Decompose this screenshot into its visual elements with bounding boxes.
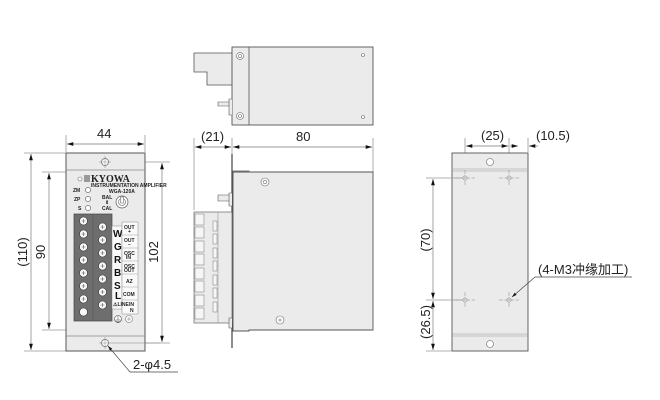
terminal-letter-l: L <box>115 291 121 302</box>
case-screw <box>125 315 133 323</box>
terminal-letter-s: S <box>114 281 121 292</box>
mount-hole-note: 2-φ4.5 <box>133 357 171 372</box>
bal-cal-switch <box>115 195 129 209</box>
zp-pot <box>85 196 91 202</box>
s-pot <box>85 205 91 211</box>
svg-text:OSC: OSC <box>124 264 135 270</box>
m3-holes <box>455 170 519 308</box>
hole-note: (4-M3冲缘加工) <box>538 262 628 277</box>
terminal-letter-w: W <box>113 229 123 240</box>
line-in-label: ⚠LINE <box>113 302 130 308</box>
svg-text:IN: IN <box>129 302 134 308</box>
cal-label: CAL <box>102 206 112 212</box>
mount-hole-bottom <box>99 337 160 349</box>
panel-subtitle: INSTRUMENTATION AMPLIFIER <box>91 183 167 189</box>
rear-view: (25) (10.5) (70) (26.5) (4-M3冲缘加工) <box>418 128 632 352</box>
svg-text:+: + <box>128 229 131 235</box>
zm-label: ZM <box>73 188 80 194</box>
brand-logo: KYOWA <box>91 174 131 185</box>
svg-text:OUT: OUT <box>124 238 135 244</box>
hole-pitch-x-dim-text: (25) <box>481 128 504 143</box>
terminal-depth-dim-text: (21) <box>201 129 224 144</box>
mount-hole-top <box>99 156 111 168</box>
svg-text:OUT: OUT <box>124 225 135 231</box>
side-screw-top <box>260 177 270 187</box>
s-label: S <box>78 206 82 212</box>
width-dim-text: 44 <box>97 126 111 141</box>
terminal-letter-r: R <box>114 255 122 266</box>
rear-panel <box>451 152 529 352</box>
power-led <box>77 176 83 182</box>
zm-pot <box>85 187 91 193</box>
side-body <box>232 171 374 332</box>
terminal-block <box>73 213 113 322</box>
svg-text:COM: COM <box>123 292 135 298</box>
top-view <box>193 46 374 126</box>
side-screw-bottom <box>275 315 285 325</box>
top-body <box>231 46 374 126</box>
bal-label: BAL <box>102 195 112 201</box>
hole-pitch-y-dim-text: (70) <box>418 228 433 251</box>
edge-offset-y-dim-text: (26.5) <box>418 305 433 339</box>
overall-height-dim-text: (110) <box>15 237 30 266</box>
zp-label: ZP <box>74 197 81 203</box>
svg-text:⇕: ⇕ <box>105 200 109 206</box>
terminal-letter-g: G <box>114 242 122 253</box>
mount-pitch-dim-text: 90 <box>33 245 48 259</box>
body-depth-dim-text: 80 <box>296 129 310 144</box>
front-view: KYOWA INSTRUMENTATION AMPLIFIER WGA-120A… <box>15 126 178 373</box>
svg-text:AZ: AZ <box>126 279 133 285</box>
side-view: (21) 80 <box>193 129 374 348</box>
svg-text:OSC: OSC <box>124 251 135 257</box>
side-knob <box>217 192 232 207</box>
svg-text:N: N <box>130 308 134 314</box>
panel-height-dim-text: 102 <box>146 241 161 263</box>
top-knob <box>217 98 232 116</box>
ground-terminal <box>114 315 122 323</box>
svg-text:IN: IN <box>126 255 131 261</box>
edge-offset-x-dim-text: (10.5) <box>536 128 570 143</box>
model-name: WGA-120A <box>109 189 135 195</box>
svg-text:−: − <box>128 242 131 248</box>
svg-text:OUT: OUT <box>124 268 135 274</box>
terminal-letter-b: B <box>114 268 121 279</box>
top-terminal-protrusion <box>193 52 232 86</box>
